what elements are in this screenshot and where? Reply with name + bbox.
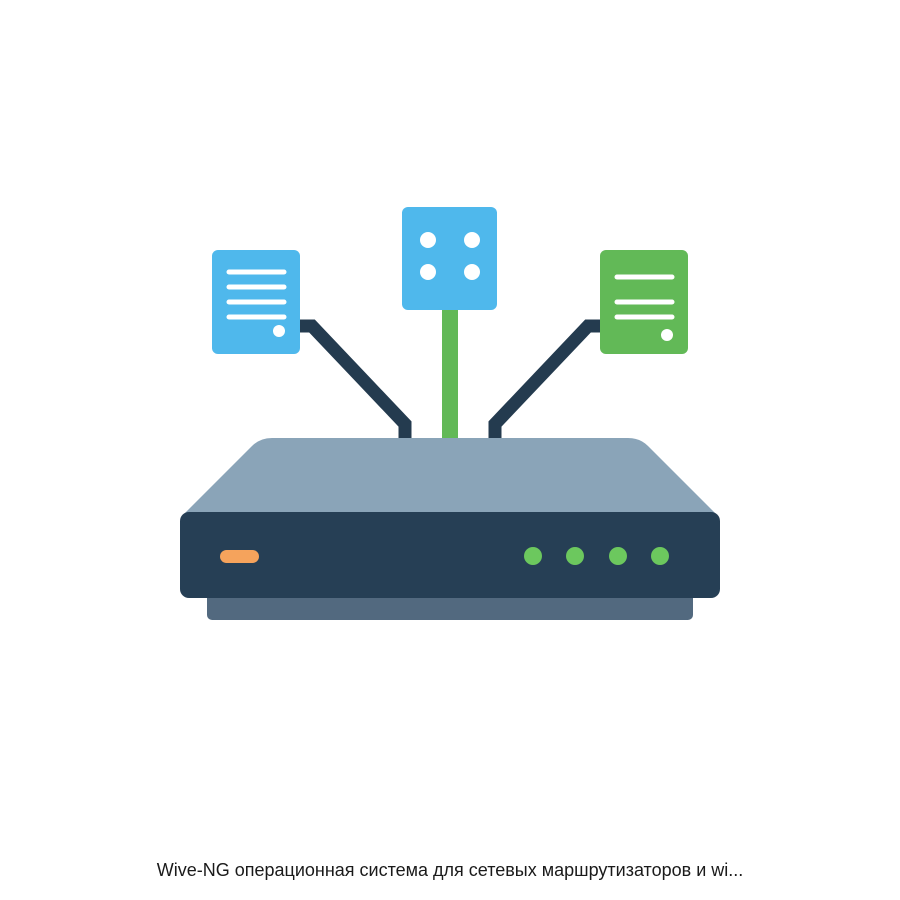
power-led-icon <box>220 550 259 563</box>
router <box>180 438 720 620</box>
right-cable <box>488 319 600 438</box>
center-cable <box>442 308 458 440</box>
router-front <box>180 512 720 598</box>
left-cable <box>300 319 412 438</box>
port-led-icon <box>524 547 542 565</box>
router-top <box>182 438 718 516</box>
port-led-icon <box>651 547 669 565</box>
image-caption: Wive-NG операционная система для сетевых… <box>156 860 744 880</box>
right-document-card <box>600 250 688 354</box>
port-led-icon <box>566 547 584 565</box>
center-grid-card <box>402 207 497 310</box>
port-led-icon <box>609 547 627 565</box>
status-dot-icon <box>273 325 285 337</box>
status-dot-icon <box>661 329 673 341</box>
left-document-card <box>212 250 300 354</box>
